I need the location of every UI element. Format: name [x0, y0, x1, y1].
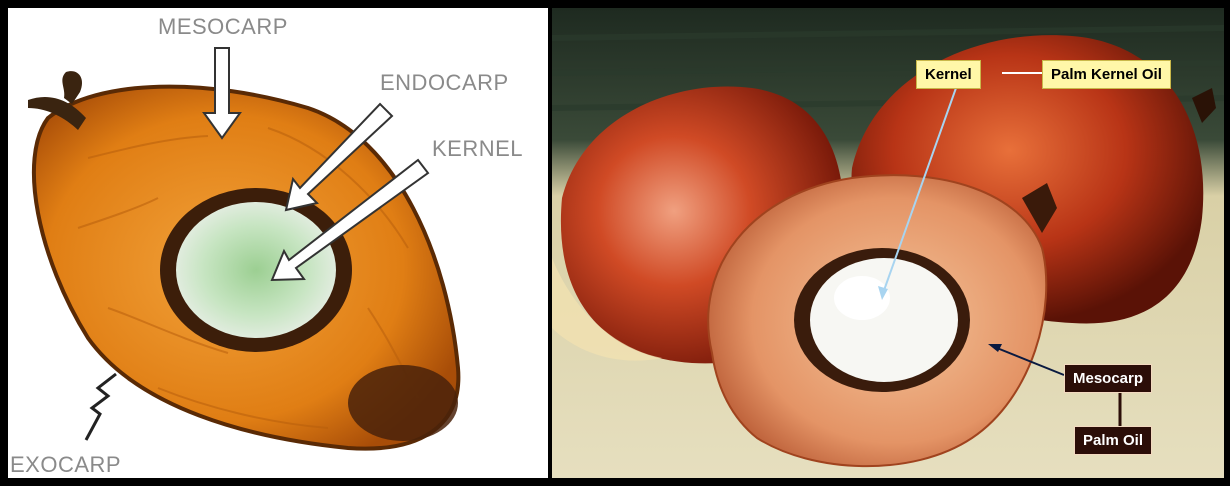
mesocarp-label-right: Mesocarp: [1064, 364, 1152, 393]
palm-oil-label: Palm Oil: [1074, 426, 1152, 455]
fruit-tip: [348, 365, 458, 441]
exocarp-pointer: [86, 374, 116, 440]
cut-kernel: [810, 258, 958, 382]
kernel-core: [176, 202, 336, 338]
fruit-photo-panel: Kernel Palm Kernel Oil Mesocarp Palm Oil: [552, 8, 1224, 478]
palm-kernel-oil-label: Palm Kernel Oil: [1042, 60, 1171, 89]
endocarp-label-left: ENDOCARP: [380, 70, 509, 96]
mesocarp-label-left: MESOCARP: [158, 14, 288, 40]
fruit-illustration-panel: MESOCARP ENDOCARP KERNEL EXOCARP: [8, 8, 548, 478]
kernel-label-right: Kernel: [916, 60, 981, 89]
exocarp-label-left: EXOCARP: [10, 452, 121, 478]
kernel-label-left: KERNEL: [432, 136, 523, 162]
